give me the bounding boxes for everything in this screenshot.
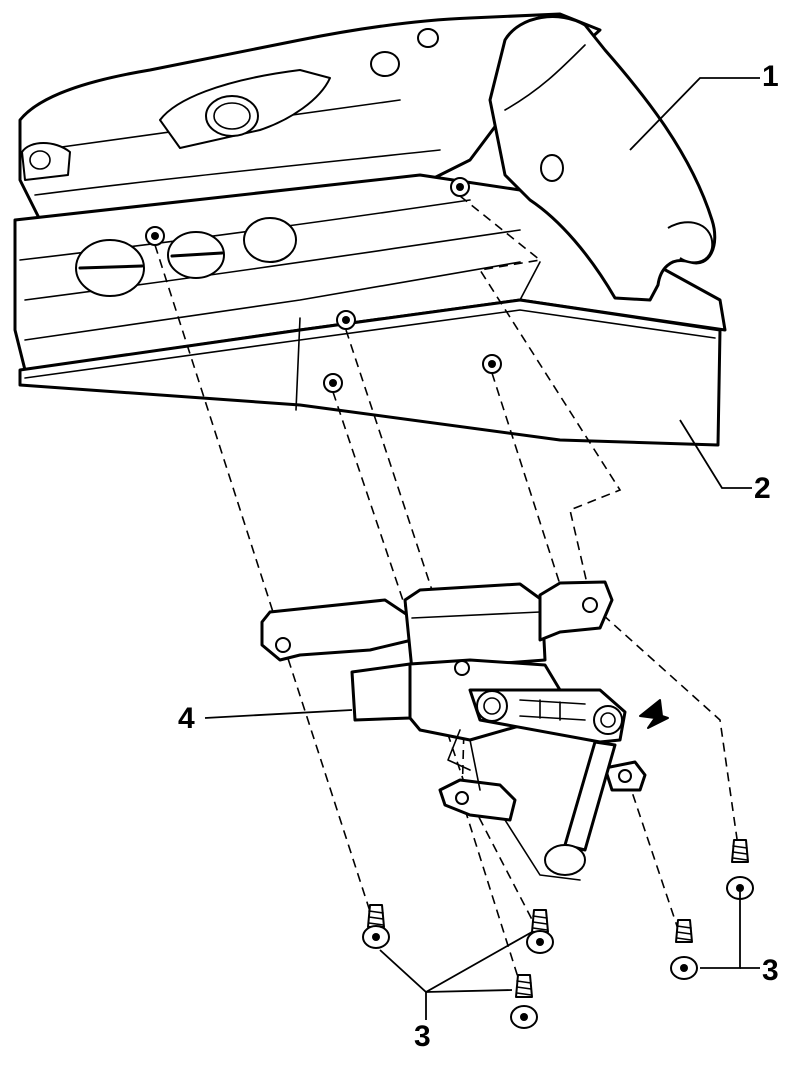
- mount-hole: [145, 226, 165, 246]
- callout-3-bottom: 3: [414, 1020, 431, 1053]
- callout-2: 2: [754, 472, 771, 505]
- beam-holes: [75, 217, 297, 297]
- mount-hole: [323, 373, 343, 393]
- level-sensor-part-4: [260, 580, 669, 881]
- mount-hole: [482, 354, 502, 374]
- screw: [510, 974, 538, 1029]
- leader-lines: [204, 77, 760, 1020]
- screw: [670, 919, 698, 980]
- screw: [362, 904, 390, 949]
- screw: [526, 909, 554, 954]
- bracket-part-1: [488, 15, 717, 302]
- callout-3-right: 3: [762, 954, 779, 987]
- mount-hole: [336, 310, 356, 330]
- body-panel: [13, 12, 727, 447]
- mount-hole: [450, 177, 470, 197]
- direction-arrow-icon: [639, 699, 669, 729]
- callout-4: 4: [178, 702, 195, 735]
- callout-1: 1: [762, 60, 779, 93]
